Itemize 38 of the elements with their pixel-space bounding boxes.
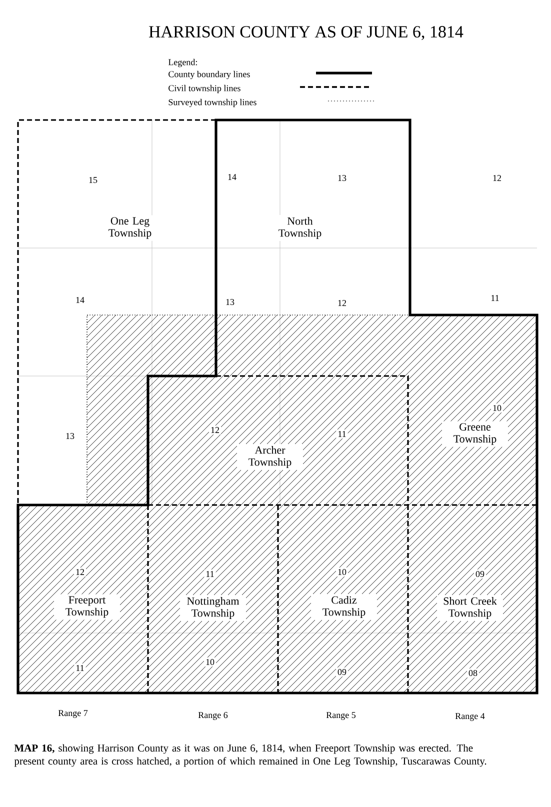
township-name: Nottingham Township [180, 595, 246, 621]
township-number: 11 [204, 570, 216, 578]
township-number: 11 [74, 664, 86, 672]
legend-heading: Legend: [168, 58, 197, 68]
legend-text: Civil township lines [168, 84, 240, 94]
legend-text: County boundary lines [168, 70, 250, 80]
township-name: Greene Township [442, 421, 508, 447]
range-label: Range 6 [198, 712, 228, 720]
township-number: 09 [474, 569, 486, 579]
township-number: 09 [336, 667, 348, 677]
range-label: Range 7 [58, 710, 88, 718]
township-number: 12 [74, 568, 86, 576]
township-number: 14 [74, 296, 86, 304]
township-name: Cadiz Township [311, 594, 377, 620]
township-name: One Leg Township [97, 215, 163, 241]
township-name: Short Creek Township [437, 595, 503, 621]
township-number: 10 [204, 657, 216, 667]
legend-text: Surveyed township lines [168, 98, 256, 108]
township-name: North Township [267, 215, 333, 241]
caption: MAP 16, showing Harrison County as it was on June 6, 1814, when Freeport Township was erected. The present county area is cross hatched, a portion of which remained in One Leg Township, Tuscarawas County. [14, 744, 486, 767]
township-number: 12 [209, 426, 221, 434]
range-label: Range 4 [455, 713, 485, 721]
township-number: 14 [226, 172, 238, 182]
township-number: 08 [467, 668, 479, 678]
township-number: 12 [491, 174, 503, 182]
township-number: 13 [224, 297, 236, 307]
title: HARRISON COUNTY AS OF JUNE 6, 1814 [148, 26, 464, 40]
township-number: 15 [87, 176, 99, 185]
township-number: 11 [489, 294, 501, 302]
township-number: 13 [336, 174, 348, 183]
township-number: 11 [336, 430, 348, 438]
township-number: 10 [491, 403, 503, 413]
township-number: 13 [64, 431, 76, 441]
township-number: 12 [336, 298, 348, 308]
range-label: Range 5 [326, 712, 356, 720]
township-name: Archer Township [237, 444, 303, 470]
township-number: 10 [336, 567, 348, 577]
township-name: Freeport Township [54, 594, 120, 620]
